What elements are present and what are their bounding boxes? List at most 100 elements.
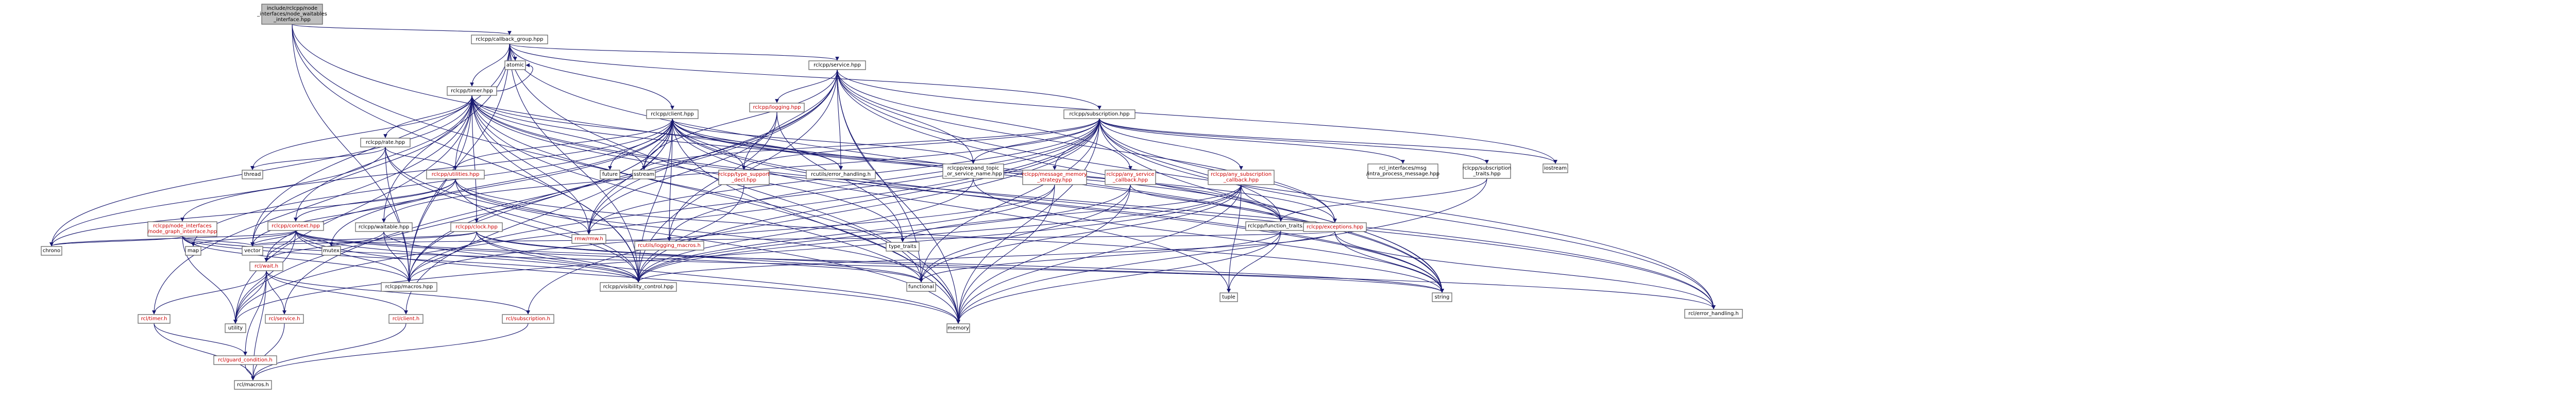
node-type-traits[interactable]: type_traits — [886, 242, 920, 252]
node-functional[interactable]: functional — [906, 282, 936, 292]
node-visibility-control[interactable]: rclcpp/visibility_control.hpp — [600, 282, 677, 292]
node-box — [1367, 163, 1438, 179]
node-any-sub-cb[interactable]: rclcpp/any_subscription_callback.hpp — [1208, 170, 1275, 185]
edge-clock-hpp-to-mutex — [329, 231, 477, 246]
node-atomic[interactable]: atomic — [504, 60, 526, 70]
node-logging-hpp[interactable]: rclcpp/logging.hpp — [749, 103, 805, 112]
node-box — [1303, 222, 1367, 232]
edge — [407, 231, 477, 283]
node-rcl-interfaces-intra[interactable]: rcl_interfaces/msg/intra_process_message… — [1366, 163, 1439, 179]
edge-exceptions-hpp-to-rcl-error-handling — [1334, 231, 1716, 309]
node-box — [1022, 170, 1087, 185]
node-map[interactable]: map — [185, 246, 201, 256]
node-service-hpp[interactable]: rclcpp/service.hpp — [808, 60, 866, 70]
node-rcl-client-h[interactable]: rcl/client.h — [388, 314, 423, 324]
node-utilities-hpp[interactable]: rclcpp/utilities.hpp — [426, 170, 485, 179]
edge — [956, 184, 1131, 324]
node-box — [1684, 309, 1743, 319]
node-box — [249, 261, 283, 271]
node-rcl-wait-h[interactable]: rcl/wait.h — [249, 261, 283, 271]
node-rcl-service-h[interactable]: rcl/service.h — [265, 314, 304, 324]
edge — [672, 118, 1716, 309]
edge — [476, 231, 923, 283]
node-label: rclcpp/subscription — [1463, 166, 1512, 171]
edge — [471, 95, 591, 235]
node-sstream[interactable]: sstream — [632, 170, 656, 179]
node-rcl-timer-h[interactable]: rcl/timer.h — [138, 314, 171, 324]
edge-rate-hpp-to-utilities-hpp — [385, 146, 457, 170]
node-rcl-error-handling[interactable]: rcl/error_handling.h — [1684, 309, 1743, 319]
node-callback-group[interactable]: rclcpp/callback_group.hpp — [471, 35, 548, 44]
node-exceptions-hpp[interactable]: rclcpp/exceptions.hpp — [1303, 222, 1367, 232]
node-rcutils-logging-macros[interactable]: rcutils/logging_macros.h — [634, 241, 704, 251]
node-any-service-cb[interactable]: rclcpp/any_service_callback.hpp — [1105, 170, 1156, 185]
node-iostream[interactable]: iostream — [1543, 163, 1568, 173]
edge — [49, 146, 386, 246]
node-label: rclcpp/visibility_control.hpp — [603, 284, 674, 290]
edge — [251, 323, 406, 381]
node-clock-hpp[interactable]: rclcpp/clock.hpp — [450, 222, 503, 232]
node-box — [213, 355, 277, 365]
edge-clock-hpp-to-visibility-control — [476, 231, 640, 283]
node-box — [718, 170, 770, 185]
edge-subscription-hpp-to-sub-traits — [1099, 118, 1489, 164]
edge — [383, 95, 472, 138]
edge-subscription-hpp-to-visibility-control — [636, 118, 1100, 283]
node-tuple[interactable]: tuple — [1219, 292, 1238, 302]
node-rmw-rmw-h[interactable]: rmw/rmw.h — [571, 234, 606, 244]
node-rcutils-error-handling[interactable]: rcutils/error_handling.h — [806, 170, 876, 179]
node-utility[interactable]: utility — [225, 323, 246, 333]
edge-context-hpp-to-functional — [295, 230, 923, 283]
node-macros-hpp[interactable]: rclcpp/macros.hpp — [381, 282, 437, 292]
node-mutex[interactable]: mutex — [321, 246, 341, 256]
edge-callback-group-to-subscription-hpp — [509, 43, 1101, 110]
node-waitable-hpp[interactable]: rclcpp/waitable.hpp — [355, 222, 413, 232]
edge — [455, 178, 1444, 293]
edge-node-graph-iface-to-vector — [182, 236, 255, 246]
edge — [837, 69, 1557, 164]
edge — [509, 43, 839, 61]
node-chrono[interactable]: chrono — [41, 246, 62, 256]
node-memory[interactable]: memory — [946, 323, 970, 333]
edge — [154, 323, 255, 381]
edge-any-service-cb-to-memory — [956, 184, 1131, 324]
node-rcl-subscription-h[interactable]: rcl/subscription.h — [502, 314, 554, 324]
node-string[interactable]: string — [1432, 292, 1452, 302]
node-type-support-decl[interactable]: rclcpp/type_support_decl.hpp — [718, 170, 770, 185]
node-sub-traits[interactable]: rclcpp/subscription_traits.hpp — [1463, 163, 1512, 179]
node-box — [942, 163, 1004, 179]
edge-client-hpp-to-rcutils-error-handling — [672, 118, 843, 170]
edge-service-hpp-to-rcl-error-handling — [837, 69, 1716, 309]
node-label: functional — [908, 284, 934, 290]
node-expand-topic[interactable]: rclcpp/expand_topic_or_service_name.hpp — [942, 163, 1004, 179]
node-label: rclcpp/macros.hpp — [385, 284, 433, 290]
node-rcl-macros-h[interactable]: rcl/macros.h — [234, 380, 272, 390]
node-guard-condition[interactable]: rcl/guard_condition.h — [213, 355, 277, 365]
node-box — [471, 35, 548, 44]
edge — [1099, 118, 1489, 164]
node-vector[interactable]: vector — [242, 246, 263, 256]
edge — [471, 95, 479, 223]
node-label: rclcpp/node_interfaces — [153, 223, 212, 229]
node-label: /intra_process_message.hpp — [1366, 171, 1439, 177]
node-label: _callback.hpp — [1223, 177, 1259, 183]
node-context-hpp[interactable]: rclcpp/context.hpp — [267, 221, 324, 231]
node-label: string — [1435, 294, 1450, 300]
edge-exceptions-hpp-to-vector — [251, 231, 1335, 246]
node-node-graph-iface[interactable]: rclcpp/node_interfaces/node_graph_interf… — [147, 221, 217, 237]
edge-node-graph-iface-to-visibility-control — [182, 236, 640, 283]
node-timer-hpp[interactable]: rclcpp/timer.hpp — [447, 86, 497, 96]
node-label: _interfaces/node_waitables — [257, 11, 327, 17]
edge — [587, 69, 838, 235]
node-client-hpp[interactable]: rclcpp/client.hpp — [646, 109, 699, 119]
node-label: rcl_interfaces/msg — [1379, 166, 1427, 171]
node-thread[interactable]: thread — [242, 170, 263, 179]
node-future[interactable]: future — [600, 170, 620, 179]
node-label: rcl/macros.h — [237, 382, 269, 388]
edge — [329, 231, 477, 246]
node-box — [1543, 163, 1568, 173]
node-subscription-hpp[interactable]: rclcpp/subscription.hpp — [1063, 109, 1136, 119]
node-message-memory[interactable]: rclcpp/message_memory_strategy.hpp — [1022, 170, 1087, 185]
node-rate-hpp[interactable]: rclcpp/rate.hpp — [360, 138, 411, 147]
edge — [837, 69, 1337, 223]
